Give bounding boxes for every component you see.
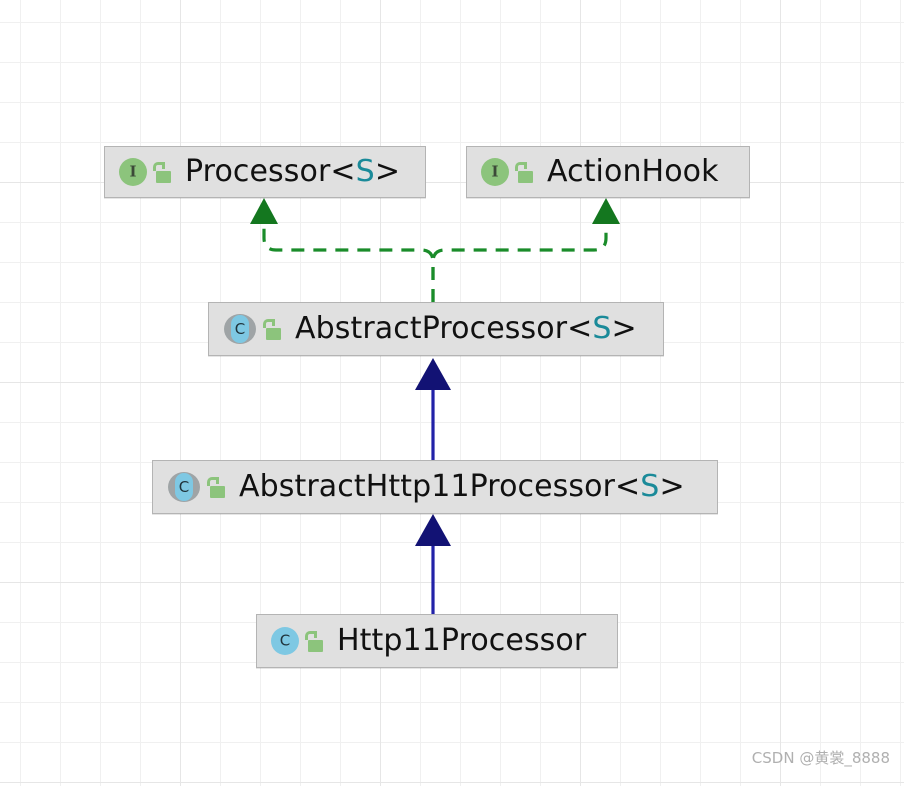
class-node-abstracthttp11processor[interactable]: C AbstractHttp11Processor<S> — [152, 460, 718, 514]
open-lock-icon — [515, 161, 535, 183]
class-name-text: Http11Processor — [337, 623, 587, 658]
class-name-text: Processor — [185, 154, 331, 189]
class-node-label: Processor<S> — [185, 157, 400, 187]
generic-param-text: S — [355, 154, 375, 189]
class-node-label: AbstractProcessor<S> — [295, 314, 637, 344]
class-name-text: AbstractProcessor — [295, 311, 568, 346]
class-icon — [271, 627, 299, 655]
open-lock-icon — [305, 630, 325, 652]
edge-abstractprocessor-implements-processor — [250, 198, 435, 302]
class-node-actionhook[interactable]: ActionHook — [466, 146, 750, 198]
edge-abstractprocessor-implements-actionhook — [431, 198, 620, 302]
interface-icon — [119, 158, 147, 186]
generic-open-angle: < — [330, 154, 356, 189]
open-lock-icon — [153, 161, 173, 183]
edge-abstracthttp11processor-extends-abstractprocessor — [415, 358, 451, 460]
abstract-class-icon: C — [167, 472, 201, 502]
generic-param-text: S — [640, 469, 660, 504]
watermark-text: CSDN @黄裳_8888 — [751, 749, 890, 767]
class-node-label: AbstractHttp11Processor<S> — [239, 472, 685, 502]
class-name-text: ActionHook — [547, 154, 719, 189]
class-name-text: AbstractHttp11Processor — [239, 469, 616, 504]
class-node-label: ActionHook — [547, 157, 719, 187]
class-node-processor[interactable]: Processor<S> — [104, 146, 426, 198]
generic-close-angle: > — [659, 469, 685, 504]
generic-param-text: S — [592, 311, 612, 346]
open-lock-icon — [207, 476, 227, 498]
generic-open-angle: < — [567, 311, 593, 346]
generic-close-angle: > — [611, 311, 637, 346]
class-node-http11processor[interactable]: Http11Processor — [256, 614, 618, 668]
abstract-class-icon: C — [223, 314, 257, 344]
class-node-label: Http11Processor — [337, 626, 586, 656]
interface-icon — [481, 158, 509, 186]
edge-http11processor-extends-abstracthttp11processor — [415, 514, 451, 614]
generic-close-angle: > — [374, 154, 401, 189]
class-node-abstractprocessor[interactable]: C AbstractProcessor<S> — [208, 302, 664, 356]
open-lock-icon — [263, 318, 283, 340]
generic-open-angle: < — [615, 469, 641, 504]
